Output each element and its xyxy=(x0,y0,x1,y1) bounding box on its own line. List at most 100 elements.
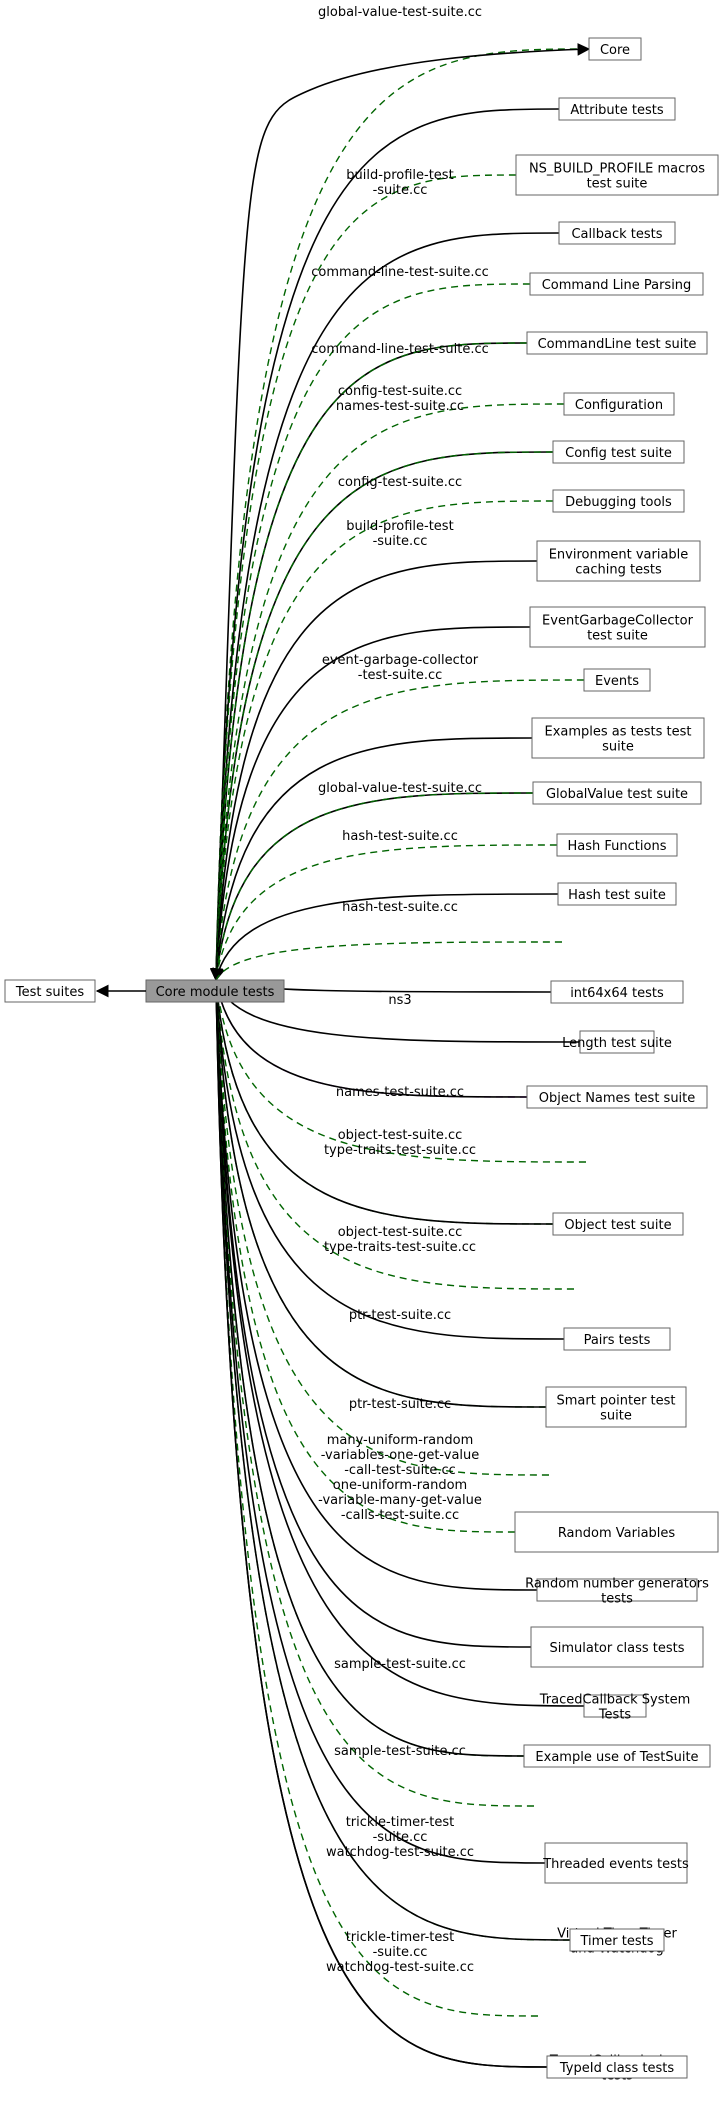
node-attribute-tests[interactable]: Attribute tests xyxy=(558,97,676,121)
node-hash-functions-label: Hash Functions xyxy=(568,839,667,854)
node-globalvalue-test-suite-label: GlobalValue test suite xyxy=(546,787,688,802)
edge-environment-variable-caching-tests xyxy=(210,560,538,982)
node-random-variables[interactable]: Random Variables xyxy=(514,1511,719,1553)
edge-label-example-use-of-testsuite: sample-test-suite.cc xyxy=(334,1744,466,1759)
edge-label-logging: ns3 xyxy=(388,993,411,1008)
node-int64x64-tests-label: int64x64 tests xyxy=(570,986,664,1001)
node-timer-tests[interactable]: Timer tests xyxy=(569,1928,665,1952)
edge-commandline-test-suite-file xyxy=(215,342,528,981)
edge-label-object: object-test-suite.cc xyxy=(338,1128,463,1143)
edge-debugging-tools-file xyxy=(215,500,554,981)
node-examples-as-tests-test-suite-label: suite xyxy=(602,740,634,755)
edge-label-random-variables: many-uniform-random xyxy=(327,1433,474,1448)
node-config-test-suite[interactable]: Config test suite xyxy=(552,440,685,464)
node-ns-build-profile-macros-test-suite-label: NS_BUILD_PROFILE macros xyxy=(529,162,705,177)
node-test-suites[interactable]: Test suites xyxy=(4,979,96,1003)
edge-label-object: type-traits-test-suite.cc xyxy=(324,1143,476,1158)
edge-random-variables-file xyxy=(215,979,516,1533)
edge-label-timer-tests: watchdog-test-suite.cc xyxy=(326,1960,474,1975)
edge-globalvalue-test-suite xyxy=(210,792,534,982)
node-eventgarbagecollector-test-suite-label: test suite xyxy=(587,629,648,644)
node-command-line-parsing[interactable]: Command Line Parsing xyxy=(529,272,704,296)
edge-events-file xyxy=(215,679,585,981)
node-globalvalue-test-suite[interactable]: GlobalValue test suite xyxy=(532,781,702,805)
edge-object-file xyxy=(215,979,554,1225)
edge-label-testing: sample-test-suite.cc xyxy=(334,1657,466,1672)
edge-object-test-suite-file xyxy=(215,979,575,1290)
edge-label-object-test-suite: object-test-suite.cc xyxy=(338,1225,463,1240)
node-smart-pointer-test-suite-label: Smart pointer test xyxy=(556,1394,675,1409)
node-object-test-suite[interactable]: Object test suite xyxy=(552,1212,684,1236)
node-hash-test-suite[interactable]: Hash test suite xyxy=(557,882,677,906)
node-random-variables-label: Random Variables xyxy=(558,1526,676,1541)
edge-label-hash-test-suite: hash-test-suite.cc xyxy=(342,900,458,915)
edge-object-test-suite xyxy=(210,978,554,1225)
edge-pairs-tests xyxy=(210,978,565,1340)
edge-timer-tests-file xyxy=(215,979,539,2017)
edge-smart-pointer-test-suite xyxy=(210,978,547,1408)
edge-label-events: event-garbage-collector xyxy=(322,653,479,668)
node-tracedcallback-system-tests-label: TracedCallback System xyxy=(539,1693,691,1708)
node-eventgarbagecollector-test-suite-label: EventGarbageCollector xyxy=(542,614,694,629)
edge-label-random-variables: one-uniform-random xyxy=(333,1478,467,1493)
node-core[interactable]: Core xyxy=(588,37,642,61)
node-commandline-test-suite-label: CommandLine test suite xyxy=(538,337,697,352)
node-int64x64-tests[interactable]: int64x64 tests xyxy=(550,980,684,1004)
node-example-use-of-testsuite[interactable]: Example use of TestSuite xyxy=(523,1744,711,1768)
edge-label-events: -test-suite.cc xyxy=(358,668,443,683)
node-debugging-tools-label: Debugging tools xyxy=(565,495,672,510)
node-length-test-suite-label: Length test suite xyxy=(562,1036,672,1051)
node-tracedcallback-system-tests-label: Tests xyxy=(598,1708,632,1723)
node-pairs-tests-label: Pairs tests xyxy=(584,1333,651,1348)
edge-label-random-variables: -call-test-suite.cc xyxy=(344,1463,456,1478)
node-simulator-class-tests[interactable]: Simulator class tests xyxy=(530,1626,704,1668)
edge-threaded-events-tests xyxy=(209,978,546,1864)
node-random-number-generators-tests-label: Random number generators xyxy=(525,1577,709,1592)
node-test-suites-label: Test suites xyxy=(15,985,84,1000)
node-commandline-test-suite[interactable]: CommandLine test suite xyxy=(526,331,708,355)
node-object-names-test-suite[interactable]: Object Names test suite xyxy=(526,1085,708,1109)
edge-example-use-of-testsuite xyxy=(209,978,525,1757)
edge-examples-as-tests-test-suite xyxy=(210,737,533,982)
node-hash-functions[interactable]: Hash Functions xyxy=(556,833,678,857)
node-threaded-events-tests[interactable]: Threaded events tests xyxy=(542,1842,689,1884)
node-core-module-tests-label: Core module tests xyxy=(156,985,275,1000)
edge-label-configuration: config-test-suite.cc xyxy=(338,384,462,399)
edge-label-virtual-time-timer-and-watchdog: watchdog-test-suite.cc xyxy=(326,1845,474,1860)
edge-smart-pointer-test-suite-file xyxy=(215,979,550,1476)
node-random-number-generators-tests-label: tests xyxy=(601,1592,633,1607)
node-example-use-of-testsuite-label: Example use of TestSuite xyxy=(535,1750,698,1765)
node-callback-tests[interactable]: Callback tests xyxy=(558,221,676,245)
edge-label-ns-build-profile-macros-test-suite: build-profile-test xyxy=(346,168,453,183)
edge-label-timer-tests: -suite.cc xyxy=(373,1945,428,1960)
node-core-module-tests[interactable]: Core module tests xyxy=(145,979,285,1003)
node-ns-build-profile-macros-test-suite-label: test suite xyxy=(587,177,648,192)
edge-random-number-generators-tests xyxy=(209,978,538,1591)
node-configuration[interactable]: Configuration xyxy=(563,392,675,416)
node-debugging-tools[interactable]: Debugging tools xyxy=(552,489,685,513)
node-typeid-class-tests-label: TypeId class tests xyxy=(559,2061,674,2076)
edge-label-globalvalue-test-suite: global-value-test-suite.cc xyxy=(318,781,482,796)
node-object-names-test-suite-label: Object Names test suite xyxy=(539,1091,696,1106)
node-object-test-suite-label: Object test suite xyxy=(564,1218,671,1233)
node-typeid-class-tests[interactable]: TypeId class tests xyxy=(546,2055,688,2079)
edge-typeid-class-tests xyxy=(209,978,548,2068)
edge-core-file xyxy=(215,48,590,981)
edge-simulator-class-tests xyxy=(209,978,532,1648)
edge-label-timer-tests: trickle-timer-test xyxy=(346,1930,455,1945)
node-length-test-suite[interactable]: Length test suite xyxy=(562,1030,672,1054)
edge-label-ns-build-profile-macros-test-suite: -suite.cc xyxy=(373,183,428,198)
node-events[interactable]: Events xyxy=(583,668,651,692)
edge-label-virtual-time-timer-and-watchdog: -suite.cc xyxy=(373,1830,428,1845)
node-pairs-tests[interactable]: Pairs tests xyxy=(563,1327,671,1351)
edge-label-random-variables: -calls-test-suite.cc xyxy=(341,1508,459,1523)
edge-label-random-variables: -variables-one-get-value xyxy=(321,1448,480,1463)
